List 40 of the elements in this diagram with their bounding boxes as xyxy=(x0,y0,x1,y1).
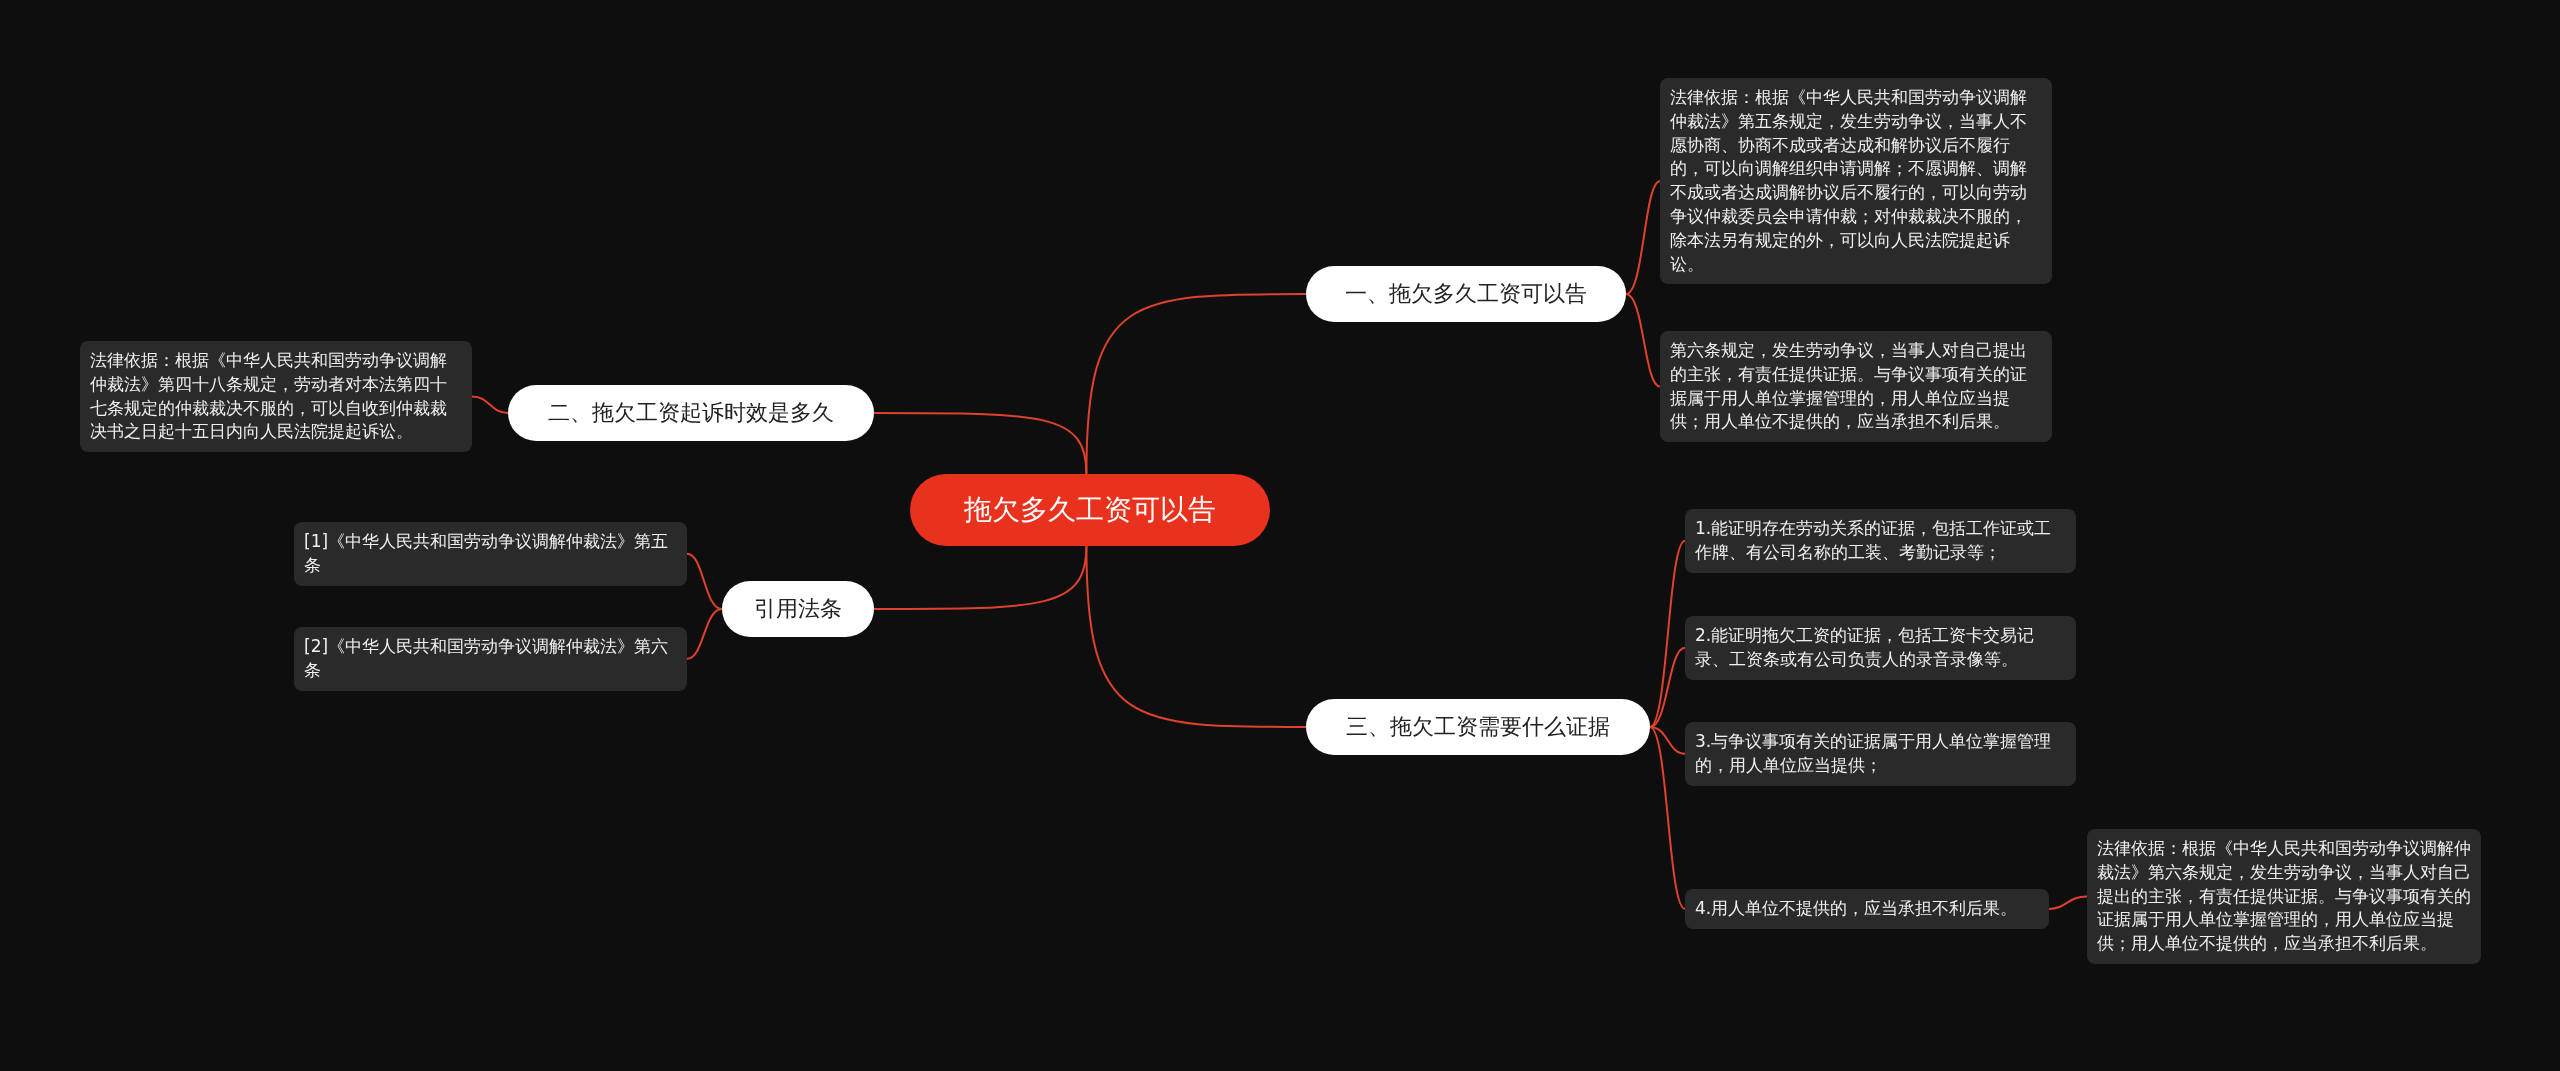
topic-text: 三、拖欠工资需要什么证据 xyxy=(1346,713,1610,741)
topic-text: [2]《中华人民共和国劳动争议调解仲裁法》第六条 xyxy=(304,635,670,682)
note-card xyxy=(1685,509,2076,573)
topic-text: 引用法条 xyxy=(754,595,842,623)
note-card xyxy=(2087,829,2481,964)
topic-text: [1]《中华人民共和国劳动争议调解仲裁法》第五条 xyxy=(304,530,670,577)
connector-line xyxy=(471,395,509,414)
topic-text: 法律依据：根据《中华人民共和国劳动争议调解仲裁法》第六条规定，发生劳动争议，当事人对自己提出的主张，有责任提供证据。与争议事项有关的证据属于用人单位掌握管理的，用人单位应当提供；用人单位不提供的，应当承担不利后果。 xyxy=(2097,837,2471,956)
note-card xyxy=(294,522,687,586)
connector-line xyxy=(1649,726,1686,755)
note-card xyxy=(1660,331,2052,443)
topic-text: 拖欠多久工资可以告 xyxy=(964,492,1216,528)
note-card xyxy=(1685,616,2076,680)
connector-line xyxy=(686,608,723,660)
note-card xyxy=(80,341,472,453)
connector-line xyxy=(1085,545,1307,728)
note-card xyxy=(1685,722,2076,786)
connector-line xyxy=(1625,180,1661,295)
connector-line xyxy=(1649,646,1686,728)
connector-line xyxy=(1649,726,1686,910)
topic-text: 2.能证明拖欠工资的证据，包括工资卡交易记录、工资条或有公司负责人的录音录像等。 xyxy=(1695,624,2036,671)
topic-text: 法律依据：根据《中华人民共和国劳动争议调解仲裁法》第五条规定，发生劳动争议，当事人不愿协商、协商不成或者达成和解协议后不履行的，可以向调解组织申请调解；不愿调解、调解不成或者达成调解协议后不履行的，可以向劳动争议仲裁委员会申请仲裁；对仲裁裁决不服的，除本法另有规定的外，可以向人民法院提起诉讼。 xyxy=(1670,86,2028,276)
topic-text: 二、拖欠工资起诉时效是多久 xyxy=(548,399,834,427)
connector-line xyxy=(2048,895,2088,910)
topic-pill xyxy=(1306,699,1650,755)
topic-text: 1.能证明存在劳动关系的证据，包括工作证或工作牌、有公司名称的工装、考勤记录等； xyxy=(1695,517,2053,564)
topic-pill xyxy=(508,385,874,441)
topic-text: 第六条规定，发生劳动争议，当事人对自己提出的主张，有责任提供证据。与争议事项有关的证据属于用人单位掌握管理的，用人单位应当提供；用人单位不提供的，应当承担不利后果。 xyxy=(1670,339,2028,434)
note-card xyxy=(1660,78,2052,285)
note-card xyxy=(294,627,687,691)
topic-pill xyxy=(1306,266,1626,322)
note-card xyxy=(1685,889,2049,929)
topic-text: 一、拖欠多久工资可以告 xyxy=(1345,280,1587,308)
connector-line xyxy=(1649,539,1686,728)
topic-text: 法律依据：根据《中华人民共和国劳动争议调解仲裁法》第四十八条规定，劳动者对本法第四十七条规定的仲裁裁决不服的，可以自收到仲裁裁决书之日起十五日内向人民法院提起诉讼。 xyxy=(90,349,448,444)
topic-text: 3.与争议事项有关的证据属于用人单位掌握管理的，用人单位应当提供； xyxy=(1695,730,2053,777)
topic-pill xyxy=(722,581,874,637)
connector-line xyxy=(873,412,1088,475)
topic-text: 4.用人单位不提供的，应当承担不利后果。 xyxy=(1695,897,2019,920)
connector-line xyxy=(1625,293,1661,388)
